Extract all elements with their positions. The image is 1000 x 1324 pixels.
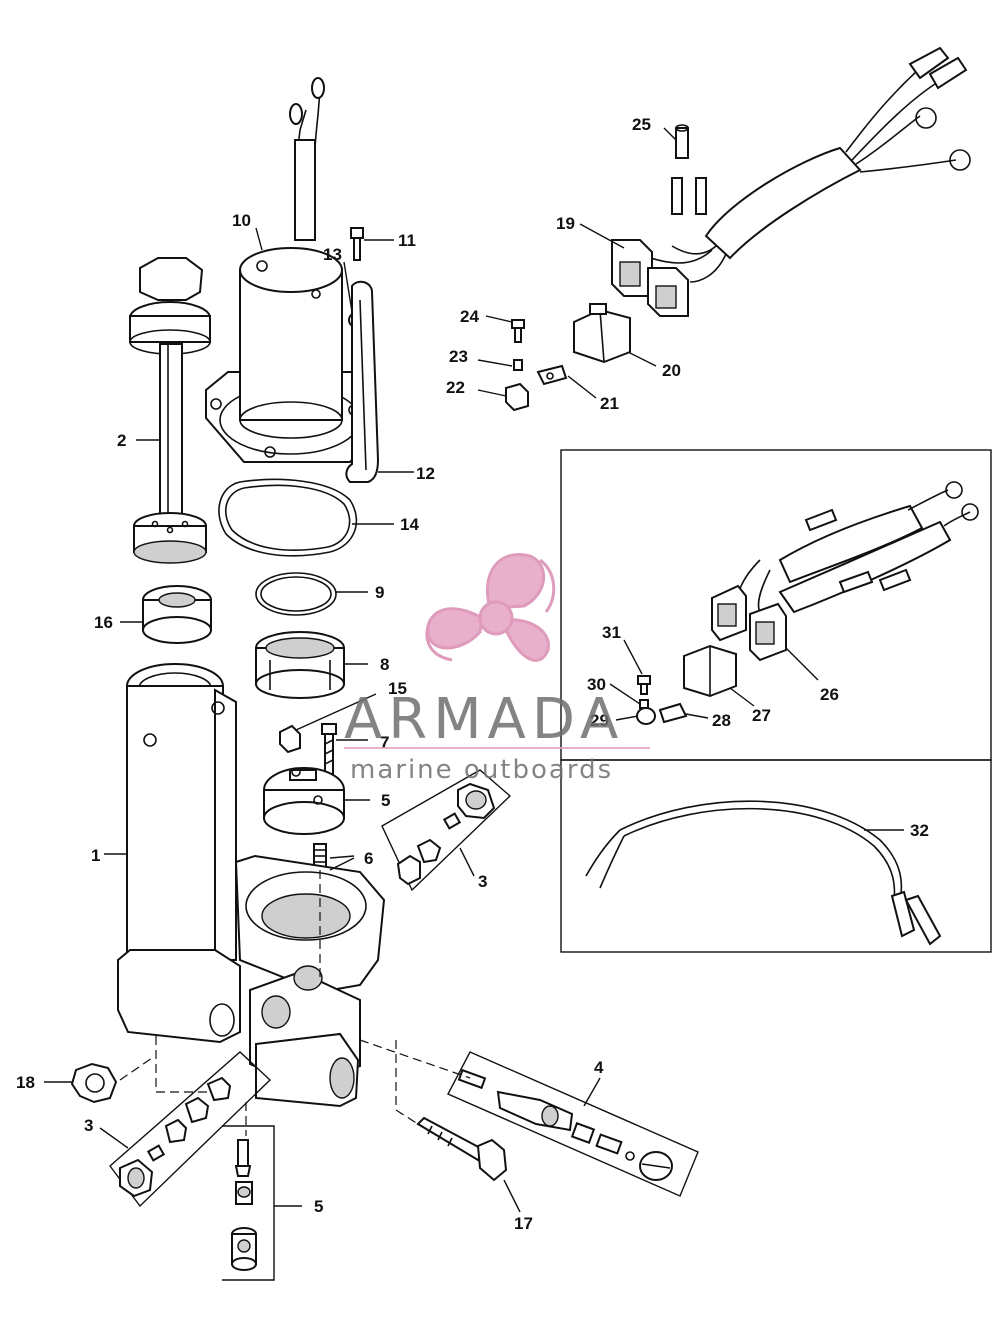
part-5-manual-valve [222,1125,275,1281]
part-label-14: 13 [323,245,342,264]
part-label-21: 20 [662,361,681,380]
part-4-valve-assembly [447,1051,699,1197]
part-27-harness [711,481,979,662]
part-label-11: 10 [232,211,251,230]
part-22-bracket [536,364,568,386]
part-label-1: 1 [91,846,100,865]
part-15-oring [218,478,358,557]
watermark-tagline: marine outboards [350,755,613,785]
part-13-ground-strap [345,280,380,483]
part-label-8: 7 [380,733,389,752]
part-26-sleeve [675,124,689,159]
part-label-13: 12 [416,464,435,483]
part-label-5: 5 [314,1197,323,1216]
part-label-27: 26 [820,685,839,704]
part-label-6: 5 [381,791,390,810]
part-33-cable [585,800,942,946]
watermark: ARMADA marine outboards [344,553,650,785]
part-label-24: 23 [449,347,468,366]
part-label-31: 30 [587,675,606,694]
part-10-oring [255,572,337,616]
part-19-plug [70,1062,118,1104]
part-label-19: 18 [16,1073,35,1092]
part-label-23: 22 [446,378,465,397]
part-28-relay [683,644,737,698]
watermark-brand: ARMADA [344,687,624,752]
part-label-20: 19 [556,214,575,233]
part-24-washer [513,359,523,371]
part-label-15: 14 [400,515,419,534]
part-label-2: 2 [117,431,126,450]
part-23-nut [505,382,529,412]
part-label-33: 32 [910,821,929,840]
leader-lines [44,127,904,1213]
part-11-motor [205,77,373,463]
part-label-3-lower: 3 [84,1116,93,1135]
part-label-3-upper: 3 [478,872,487,891]
inset-box-lower [560,759,992,953]
part-label-32: 31 [602,623,621,642]
part-label-25: 24 [460,307,479,326]
part-3-lower-valve-set [109,1051,272,1208]
part-31-washer [639,699,649,709]
part-label-29: 28 [712,711,731,730]
part-30-nut [636,707,656,725]
propeller-logo-icon [425,553,556,662]
part-label-30: 29 [590,711,609,730]
part-label-16: 15 [388,679,407,698]
part-25-screw [511,319,525,343]
part-21-relay [573,303,631,364]
part-18-valve-shaft [416,1116,508,1182]
part-7-check-valve [313,843,327,869]
part-20-wiring-harness [611,46,971,317]
part-label-4: 4 [594,1058,604,1077]
part-29-bracket [658,702,688,724]
part-16-fitting [279,724,301,754]
part-label-17: 16 [94,613,113,632]
part-label-12: 11 [398,231,416,250]
part-label-9: 8 [380,655,389,674]
part-12-bolt [350,227,364,261]
part-label-26: 25 [632,115,651,134]
part-label-10: 9 [375,583,384,602]
part-label-28: 27 [752,706,771,725]
part-labels: 2 16 1 10 11 13 12 14 9 8 15 7 5 6 3 18 … [16,115,929,1233]
part-6-pump [263,767,345,835]
part-2-trim-ram [129,257,211,564]
part-9-filter [255,631,345,699]
part-3-upper-valve-set [381,769,512,892]
part-17-seal [142,585,212,644]
part-32-screw [637,675,651,695]
part-label-7: 6 [364,849,373,868]
part-label-22: 21 [600,394,619,413]
part-label-18: 17 [514,1214,533,1233]
assembly-lines [119,870,471,1136]
part-8-screw [321,723,337,775]
part-1-cylinder-housing [117,663,386,1108]
